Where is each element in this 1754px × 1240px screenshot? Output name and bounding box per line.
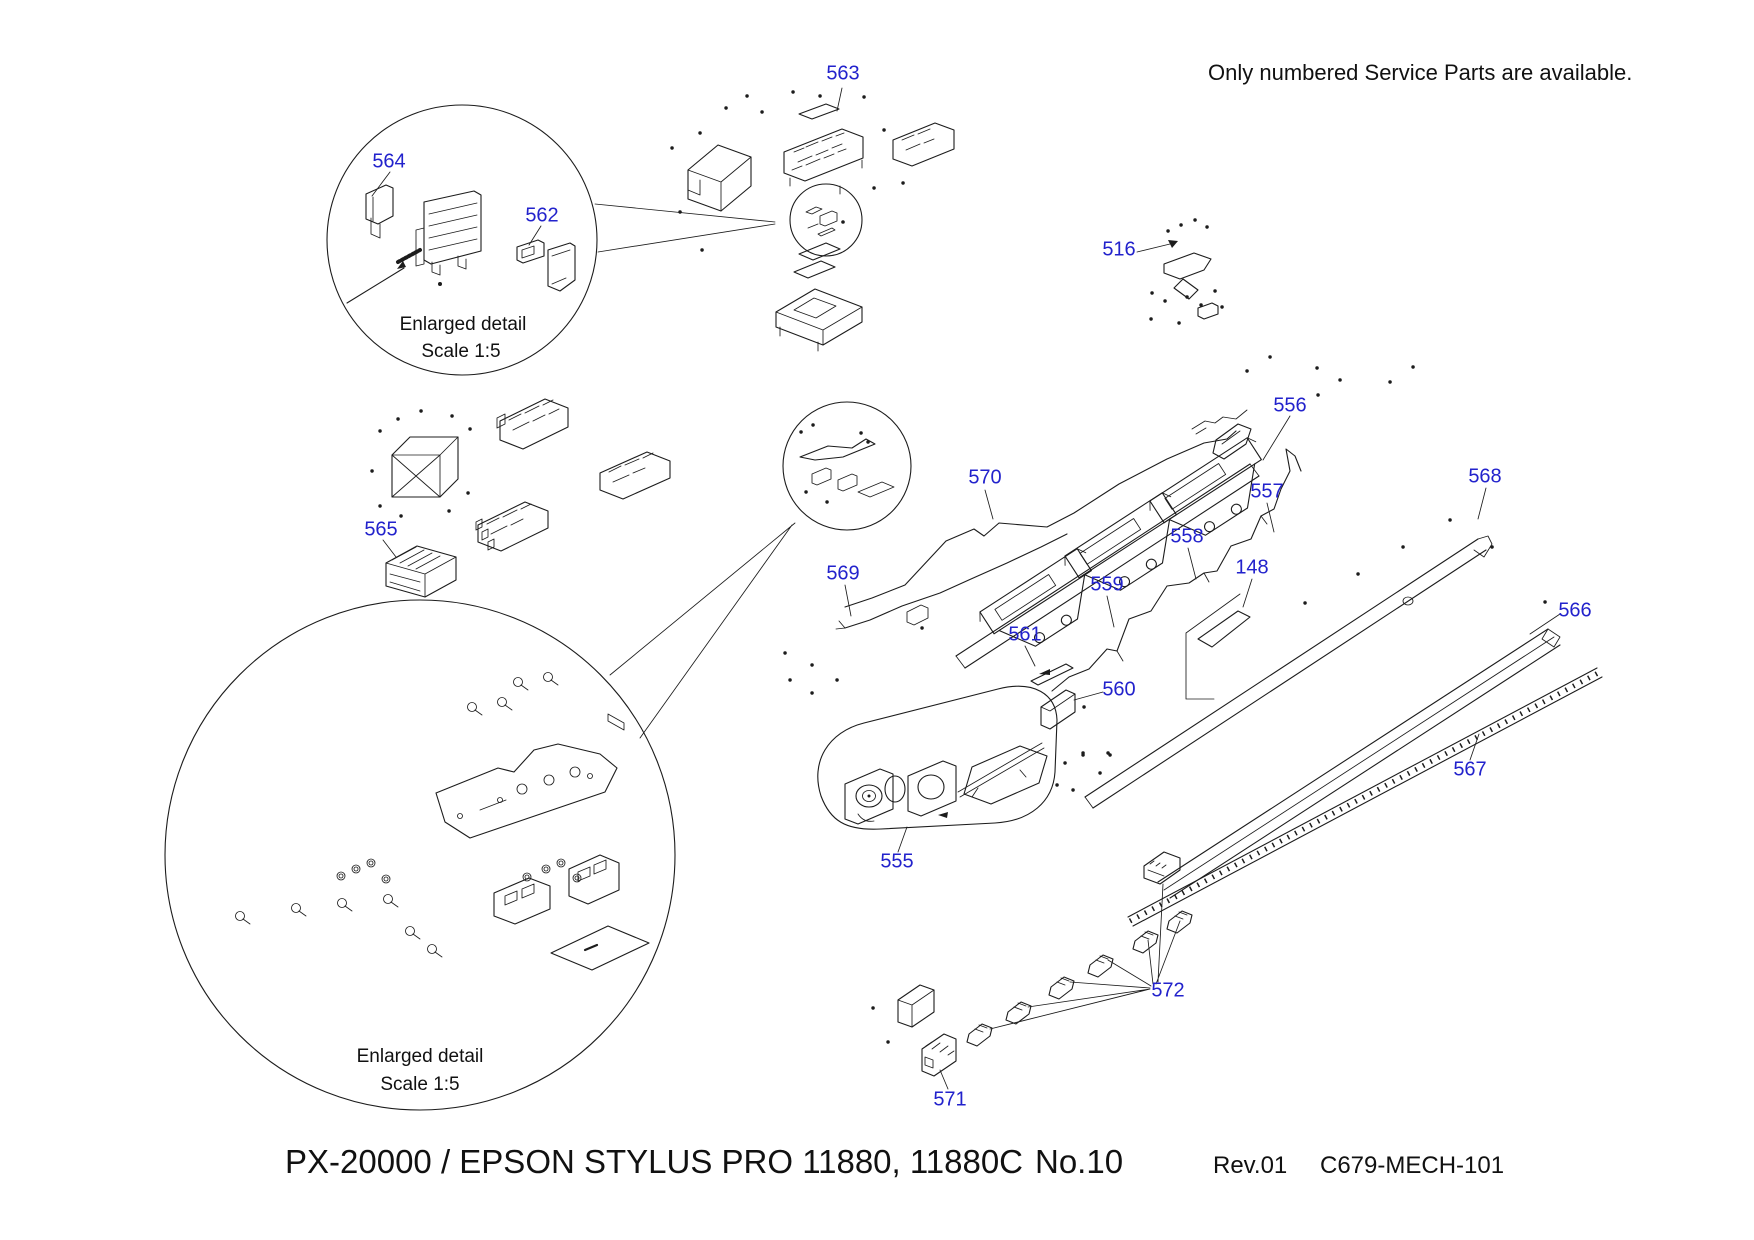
part-label-566: 566	[1558, 599, 1592, 622]
part-148-art	[1185, 578, 1253, 700]
part-label-571: 571	[933, 1088, 967, 1111]
top-circle-scale: Scale 1:5	[421, 341, 501, 362]
part-label-560: 560	[1102, 678, 1136, 701]
clamp-cluster-572	[897, 851, 1193, 1090]
part-label-559: 559	[1090, 573, 1124, 596]
part-label-561: 561	[1008, 623, 1042, 646]
wires	[835, 430, 1237, 630]
part-label-558: 558	[1170, 525, 1204, 548]
bottom-circle-scale: Scale 1:5	[380, 1074, 460, 1095]
part-516-art	[1136, 240, 1219, 320]
long-rails	[1084, 487, 1603, 927]
top-detail-circle	[326, 104, 598, 376]
footer-doc-code: C679-MECH-101	[1320, 1152, 1505, 1179]
part-label-555: 555	[880, 850, 914, 873]
bottom-wedge-lines	[609, 522, 796, 739]
service-parts-note: Only numbered Service Parts are availabl…	[1208, 60, 1633, 85]
wire-harness	[1051, 415, 1302, 692]
mid-left-parts	[382, 398, 671, 598]
top-circle-title: Enlarged detail	[399, 314, 527, 335]
bottom-detail-circle	[164, 599, 676, 1111]
top-wedge-lines	[594, 203, 776, 253]
screw-dots	[370, 90, 1547, 1044]
footer-page-number: No.10	[1035, 1143, 1124, 1180]
mid-detail-circle	[782, 401, 929, 626]
part-label-572: 572	[1151, 979, 1185, 1002]
part-label-568: 568	[1468, 465, 1502, 488]
footer-revision: Rev.01	[1213, 1152, 1288, 1179]
fan-bubble-555	[817, 685, 1058, 853]
footer-model-title: PX-20000 / EPSON STYLUS PRO 11880, 11880…	[285, 1143, 1024, 1180]
part-label-562: 562	[525, 204, 559, 227]
part-label-564: 564	[372, 150, 406, 173]
part-label-556: 556	[1273, 394, 1307, 417]
parts-560-561	[1024, 645, 1104, 730]
top-center-parts	[687, 87, 955, 352]
part-label-563: 563	[826, 62, 860, 85]
part-label-557: 557	[1250, 480, 1284, 503]
part-label-569: 569	[826, 562, 860, 585]
part-label-567: 567	[1453, 758, 1487, 781]
bottom-circle-title: Enlarged detail	[356, 1046, 484, 1067]
carriage-rail	[955, 409, 1262, 669]
part-label-570: 570	[968, 466, 1002, 489]
part-label-516: 516	[1102, 238, 1136, 261]
part-label-565: 565	[364, 518, 398, 541]
part-label-148: 148	[1235, 556, 1269, 579]
